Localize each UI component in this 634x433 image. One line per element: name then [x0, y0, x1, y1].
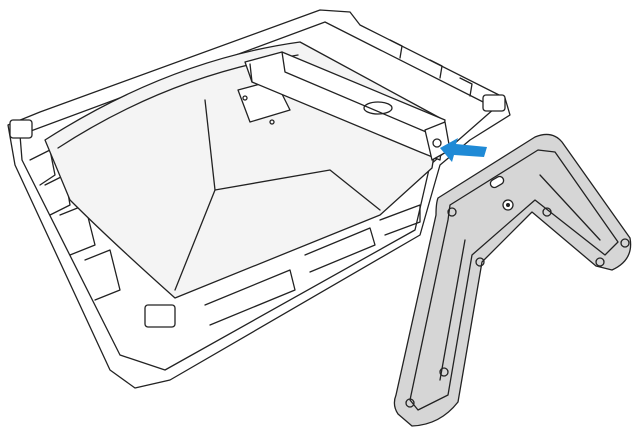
stand-neck	[244, 51, 451, 161]
foam-corner-block	[9, 119, 33, 139]
cable-slot	[489, 175, 505, 189]
arrow-left-icon	[440, 138, 487, 162]
foam-corner-block	[482, 94, 506, 112]
stand-base	[393, 133, 632, 427]
foam-corner-block	[144, 304, 176, 328]
